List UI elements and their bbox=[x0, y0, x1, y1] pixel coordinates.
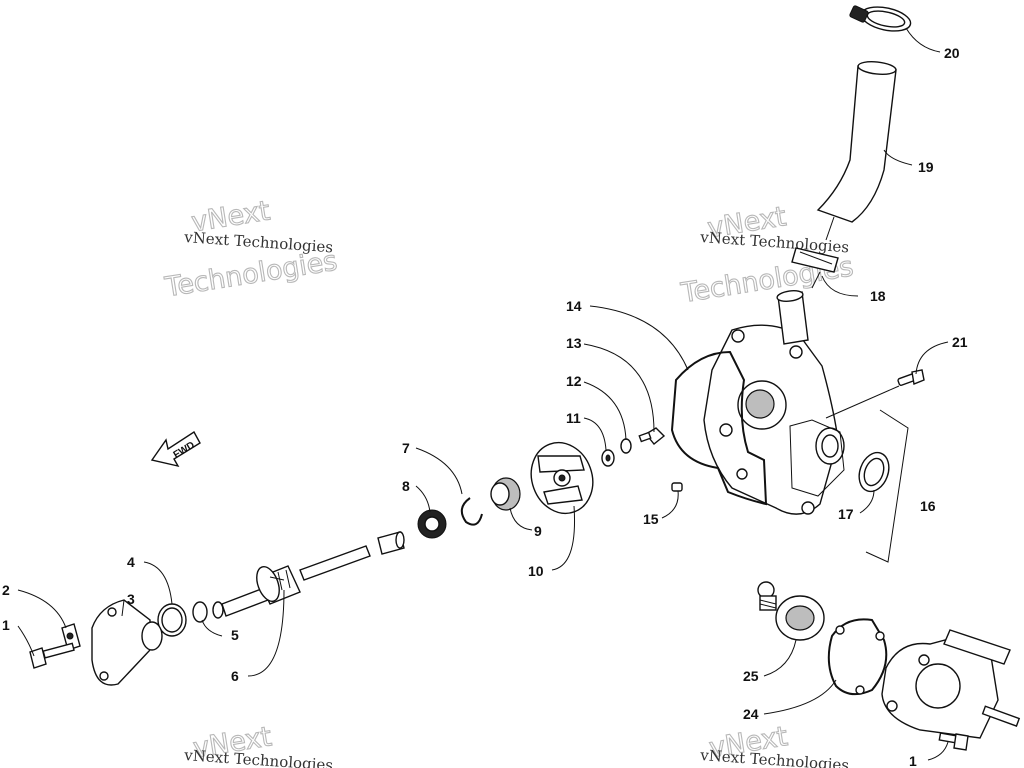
callout-3: 3 bbox=[127, 591, 135, 607]
callout-1-bottom: 1 bbox=[909, 753, 917, 768]
fwd-label: FWD bbox=[172, 440, 197, 461]
callout-21: 21 bbox=[952, 334, 968, 350]
callout-2: 2 bbox=[2, 582, 10, 598]
callout-6: 6 bbox=[231, 668, 239, 684]
part-6-drive-shaft bbox=[212, 545, 371, 619]
part-24-gasket bbox=[827, 618, 888, 696]
callout-16: 16 bbox=[920, 498, 936, 514]
part-11-washer bbox=[601, 449, 615, 467]
callout-17: 17 bbox=[838, 506, 854, 522]
part-18-clamp bbox=[791, 247, 839, 289]
callout-14: 14 bbox=[566, 298, 582, 314]
part-5-o-ring bbox=[192, 601, 208, 623]
part-thermostat-housing bbox=[881, 629, 1021, 751]
part-20-hose-clamp bbox=[849, 5, 912, 32]
callout-18: 18 bbox=[870, 288, 886, 304]
part-17-o-ring bbox=[858, 451, 890, 493]
callout-15: 15 bbox=[643, 511, 659, 527]
callout-numbers: 1 2 3 4 5 6 7 8 9 10 11 12 13 14 15 16 1… bbox=[2, 45, 968, 768]
part-1-bolt-left bbox=[29, 642, 75, 669]
part-16-pump-housing bbox=[703, 290, 845, 515]
part-4-o-ring bbox=[157, 603, 187, 637]
part-25-thermostat bbox=[757, 581, 825, 641]
callout-4: 4 bbox=[127, 554, 135, 570]
callout-7: 7 bbox=[402, 440, 410, 456]
part-8-bearing bbox=[417, 509, 447, 539]
callout-12: 12 bbox=[566, 373, 582, 389]
part-16-bracket bbox=[865, 409, 909, 563]
callout-19: 19 bbox=[918, 159, 934, 175]
part-shaft-bushing bbox=[377, 531, 405, 555]
callout-1: 1 bbox=[2, 617, 10, 633]
callout-9: 9 bbox=[534, 523, 542, 539]
part-13-bolt bbox=[638, 427, 666, 445]
part-10-impeller bbox=[530, 441, 594, 515]
part-2-bracket bbox=[61, 623, 81, 651]
callout-11: 11 bbox=[566, 410, 581, 426]
callout-24: 24 bbox=[743, 706, 759, 722]
callout-8: 8 bbox=[402, 478, 410, 494]
part-3-cover bbox=[91, 599, 163, 686]
callout-20: 20 bbox=[944, 45, 960, 61]
part-21-bolt bbox=[825, 369, 925, 419]
part-7-circlip bbox=[460, 497, 483, 526]
callout-25: 25 bbox=[743, 668, 759, 684]
part-15-dowel bbox=[671, 482, 683, 492]
part-12-washer bbox=[620, 438, 632, 454]
callout-10: 10 bbox=[528, 563, 544, 579]
part-9-seal bbox=[490, 477, 521, 511]
part-14-gasket bbox=[670, 350, 768, 506]
watermark-text-1: vNext Technologies bbox=[183, 228, 334, 256]
fwd-arrow-icon: FWD bbox=[150, 430, 201, 468]
watermark-text-2: vNext Technologies bbox=[699, 228, 850, 256]
leader-lines bbox=[17, 27, 949, 761]
callout-5: 5 bbox=[231, 627, 239, 643]
part-19-hose bbox=[816, 61, 897, 241]
callout-13: 13 bbox=[566, 335, 582, 351]
